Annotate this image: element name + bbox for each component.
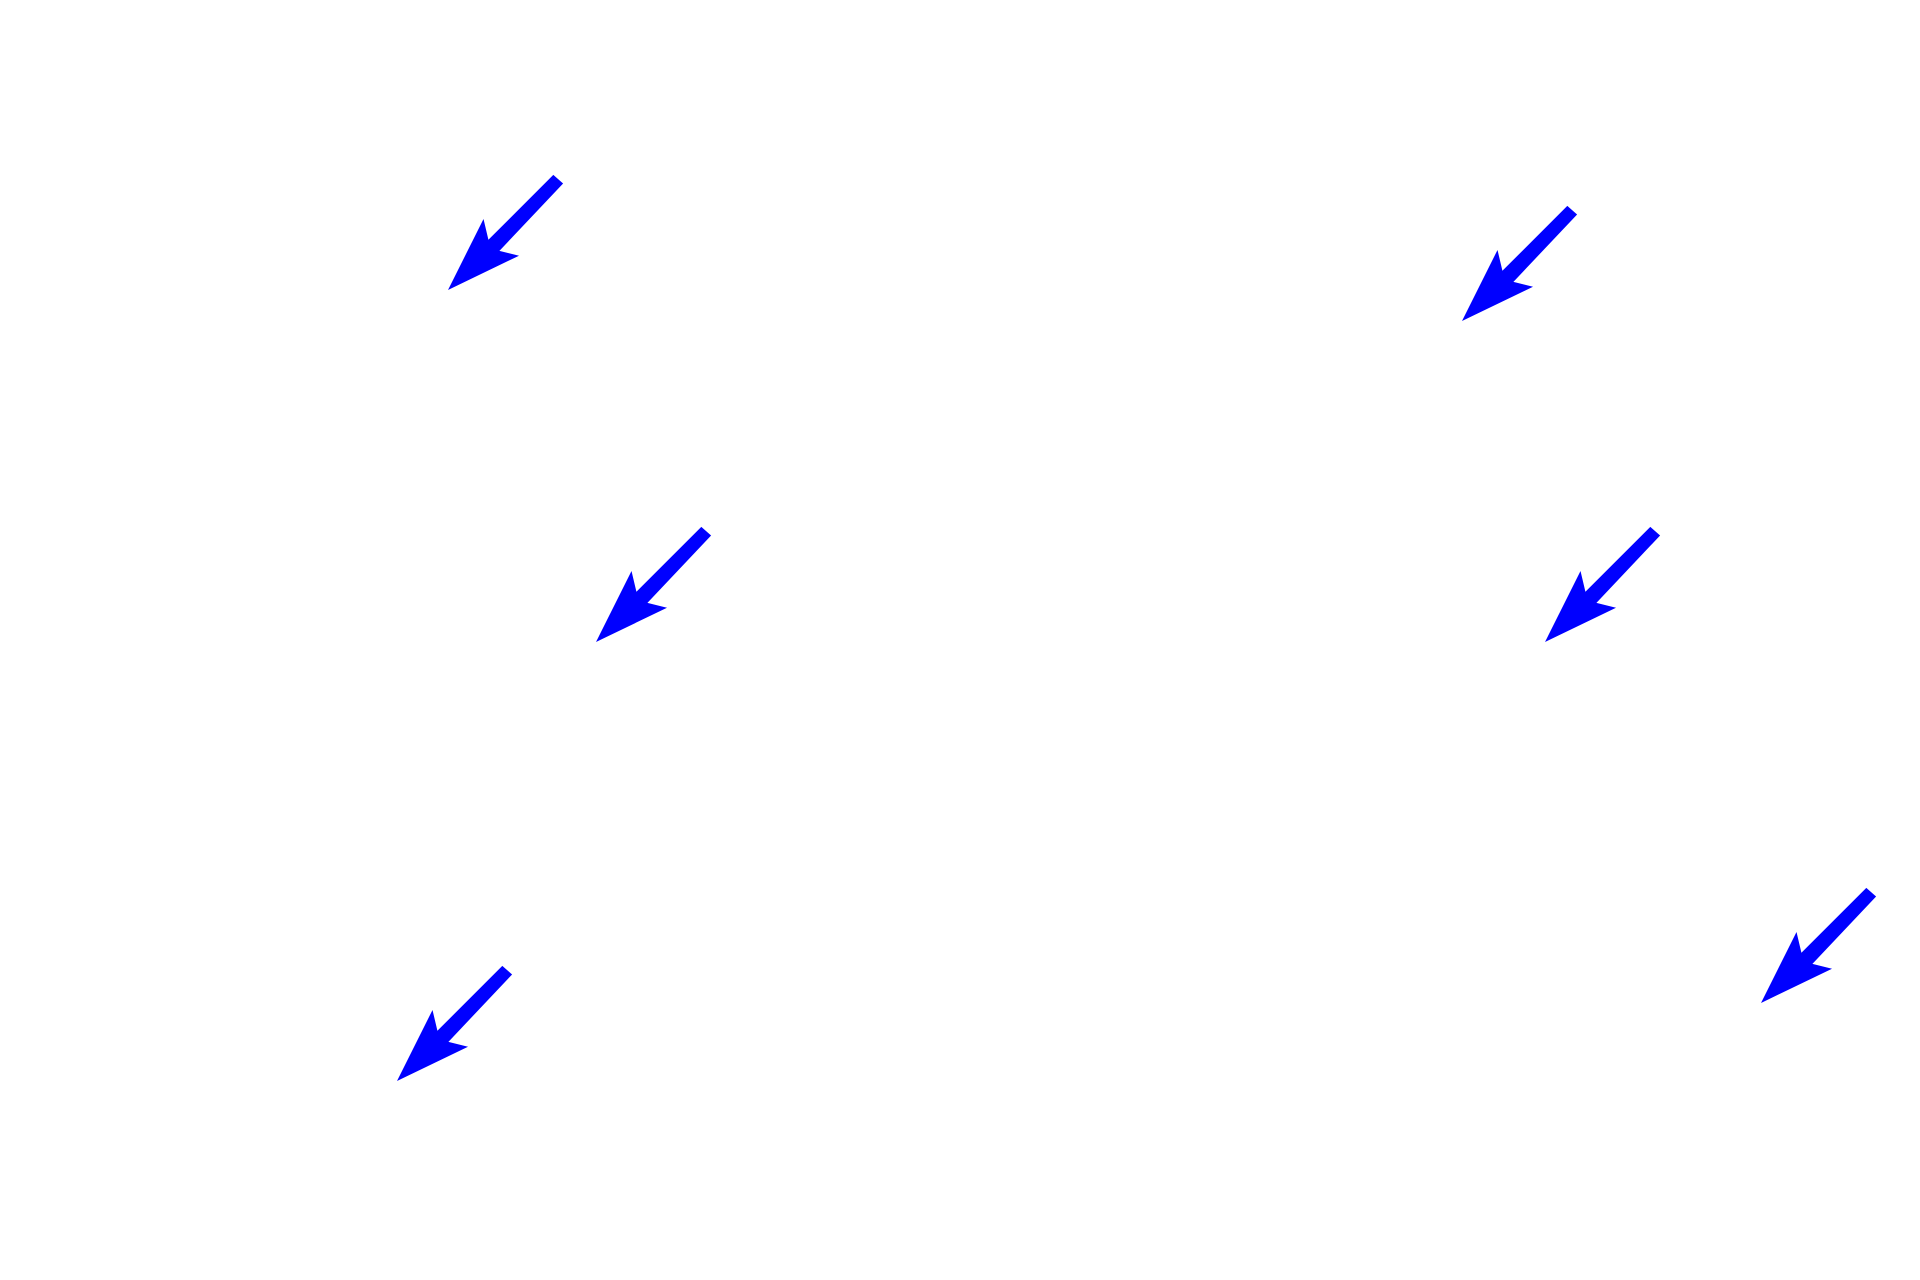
arrow-down-left-icon <box>1545 526 1661 642</box>
arrow-down-left-icon <box>448 174 564 290</box>
arrow-down-left-icon <box>1761 887 1877 1003</box>
arrow-down-left-icon <box>397 965 513 1081</box>
arrow-down-left-icon <box>1462 205 1578 321</box>
arrow-down-left-icon <box>596 526 712 642</box>
